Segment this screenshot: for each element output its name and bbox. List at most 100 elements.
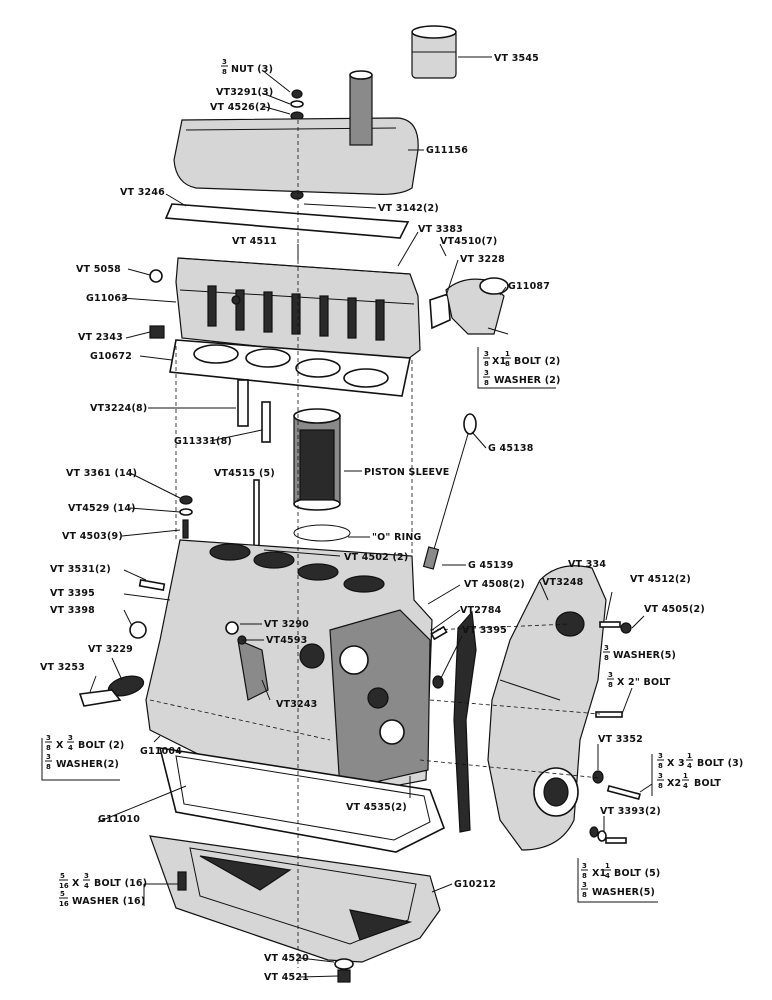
head-stud [237,379,249,427]
water-outlet [429,277,509,335]
svg-text:X: X [56,740,64,751]
svg-text:X2: X2 [667,778,681,789]
label-g11087: G11087 [508,281,550,292]
label-vt4510: VT4510(7) [440,236,497,247]
label-g11010: G11010 [98,814,140,825]
label-vt3395-b: VT 3395 [462,625,507,636]
nut-washer-stack [290,89,304,121]
dipstick [422,413,477,570]
label-g11156: G11156 [426,145,468,156]
label-vt4515: VT4515 (5) [214,468,275,479]
label-vt2343: VT 2343 [78,332,123,343]
label-vt3229: VT 3229 [88,644,133,655]
label-vt3142: VT 3142(2) [378,203,439,214]
label-bolt-top: BOLT (2) [514,356,560,367]
label-bolt-3: BOLT (3) [697,758,743,769]
svg-text:3: 3 [608,671,613,679]
label-g45138: G 45138 [488,443,534,454]
label-vt5058: VT 5058 [76,264,121,275]
label-bolt-5: BOLT (5) [614,868,660,879]
engine-block [145,539,433,799]
label-washer-left: WASHER(2) [56,759,119,770]
svg-text:8: 8 [484,360,489,368]
svg-text:3: 3 [658,752,663,760]
svg-text:3: 3 [46,734,51,742]
valve-cover [173,70,419,200]
rocker-cover-gasket [164,203,410,239]
leader-lines [41,56,658,978]
label-vt3531: VT 3531(2) [50,564,111,575]
svg-text:3: 3 [604,644,609,652]
label-washer-16: WASHER (16) [72,896,145,907]
svg-text:8: 8 [484,379,489,387]
label-vt3361: VT 3361 (14) [66,468,137,479]
svg-text:5: 5 [60,890,65,898]
label-vt3253: VT 3253 [40,662,85,673]
label-vt3398: VT 3398 [50,605,95,616]
label-vt4512: VT 4512(2) [630,574,691,585]
svg-text:X1: X1 [592,868,606,879]
svg-text:16: 16 [59,900,69,908]
label-vt2784: VT2784 [460,605,502,616]
label-vt3383: VT 3383 [418,224,463,235]
label-washer-5-right: WASHER(5) [613,650,676,661]
svg-text:3: 3 [46,753,51,761]
label-vt4521: VT 4521 [264,972,309,983]
svg-text:X 3: X 3 [667,758,685,769]
assembly-centre-lines [149,120,601,968]
label-vt4503: VT 4503(9) [62,531,123,542]
svg-text:3: 3 [484,369,489,377]
drain-plug [337,969,351,983]
label-vt3290: VT 3290 [264,619,309,630]
label-g10212: G10212 [454,879,496,890]
svg-text:1: 1 [505,350,510,358]
label-vt4511: VT 4511 [232,236,277,247]
svg-text:4: 4 [84,882,89,890]
label-g45139: G 45139 [468,560,514,571]
head-gasket [169,339,411,397]
svg-text:8: 8 [608,681,613,689]
label-bolt-left: BOLT (2) [78,740,124,751]
svg-text:X: X [72,878,80,889]
label-vt3352: VT 3352 [598,734,643,745]
label-vt3248: VT3248 [542,577,584,588]
oil-filler-cap [411,25,457,79]
label-g11004: G11004 [140,746,182,757]
piston-sleeve [293,408,341,511]
label-vt4508: VT 4508(2) [464,579,525,590]
svg-text:3: 3 [68,734,73,742]
label-vt334: VT 334 [568,559,606,570]
label-bolt-right: BOLT [694,778,721,789]
label-vt4535: VT 4535(2) [346,802,407,813]
svg-text:3: 3 [582,881,587,889]
label-vt3224: VT3224(8) [90,403,147,414]
label-vt3291: VT3291(3) [216,87,273,98]
o-ring [293,524,351,542]
label-washer-top: WASHER (2) [494,375,561,386]
label-washer-5: WASHER(5) [592,887,655,898]
svg-text:8: 8 [658,782,663,790]
svg-text:8: 8 [46,744,51,752]
svg-text:3: 3 [484,350,489,358]
svg-text:8: 8 [46,763,51,771]
label-g11063: G11063 [86,293,128,304]
label-vt3395-a: VT 3395 [50,588,95,599]
svg-text:4: 4 [68,744,73,752]
oil-pan [149,835,441,963]
svg-text:1: 1 [683,772,688,780]
label-o-ring: "O" RING [372,532,421,543]
label-vt4526: VT 4526(2) [210,102,271,113]
timing-gasket [453,610,477,833]
svg-text:8: 8 [604,654,609,662]
svg-text:X1: X1 [492,356,506,367]
label-bolt-16: BOLT (16) [94,878,147,889]
svg-text:3: 3 [582,862,587,870]
label-vt3393: VT 3393(2) [600,806,661,817]
label-nut: NUT (3) [231,64,273,75]
label-vt4593: VT4593 [266,635,307,646]
svg-text:4: 4 [605,872,610,880]
dowel-pin [261,401,271,443]
right-bolts [430,621,641,844]
